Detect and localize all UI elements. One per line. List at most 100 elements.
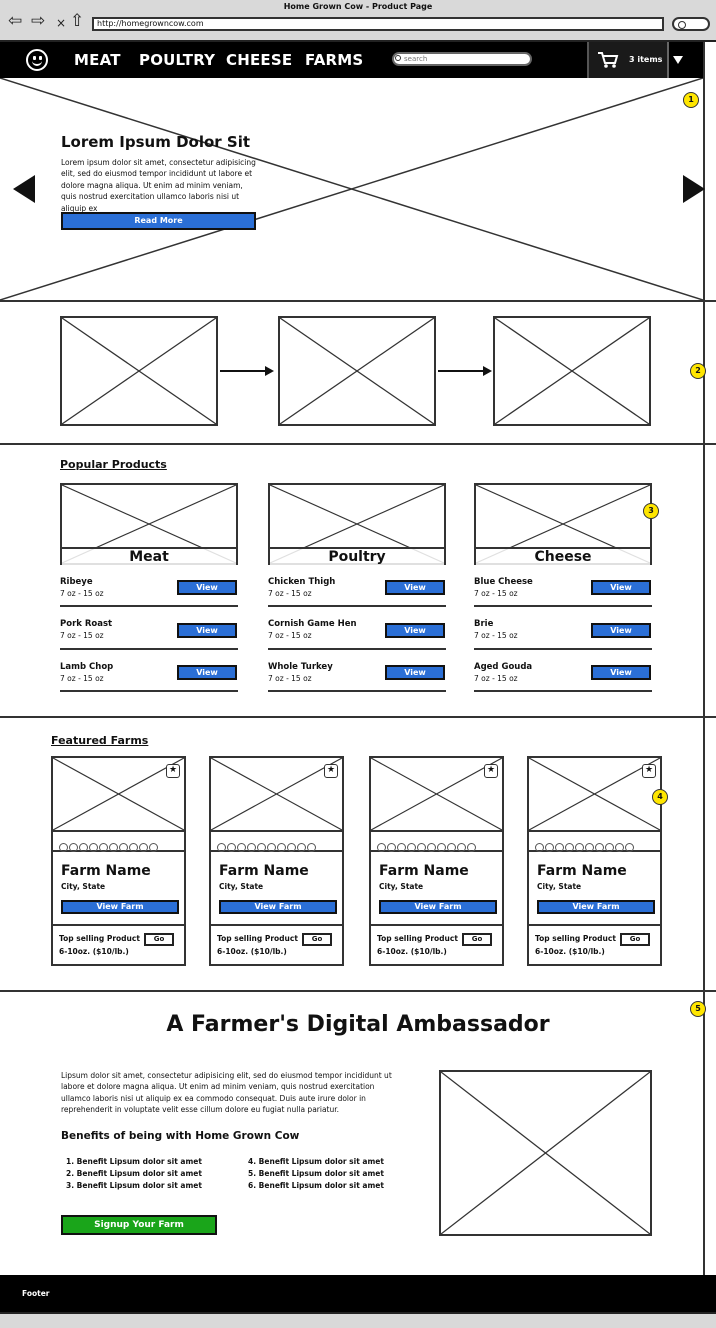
nav-link-cheese[interactable]: CHEESE	[226, 51, 293, 69]
view-product-button[interactable]: View	[591, 623, 651, 638]
hero-banner	[0, 78, 703, 300]
product-size: 7 oz - 15 oz	[60, 674, 104, 683]
farm-image-placeholder: ★	[529, 758, 660, 832]
popular-products-title: Popular Products	[60, 458, 167, 471]
nav-link-meat[interactable]: MEAT	[74, 51, 121, 69]
view-product-button[interactable]: View	[385, 665, 445, 680]
product-size: 7 oz - 15 oz	[474, 674, 518, 683]
view-farm-button[interactable]: View Farm	[219, 900, 337, 914]
section-divider	[0, 990, 716, 992]
category-card-cheese[interactable]: Cheese	[474, 483, 652, 565]
row-divider	[268, 690, 446, 692]
row-divider	[474, 648, 652, 650]
farm-card: ★ Farm Name City, State View Farm Top se…	[209, 756, 344, 966]
arrow-right-icon	[483, 366, 492, 376]
footer: Footer	[0, 1275, 716, 1312]
carousel-prev-arrow-icon[interactable]	[13, 175, 35, 203]
card-divider	[53, 924, 184, 926]
row-divider	[60, 648, 238, 650]
cart-count: 3 items	[629, 55, 663, 64]
go-button[interactable]: Go	[462, 933, 492, 946]
signup-farm-button[interactable]: Signup Your Farm	[61, 1215, 217, 1235]
view-farm-button[interactable]: View Farm	[379, 900, 497, 914]
product-name: Cornish Game Hen	[268, 619, 357, 629]
farm-name: Farm Name	[379, 863, 469, 879]
search-input[interactable]	[392, 52, 532, 66]
star-icon[interactable]: ★	[642, 764, 656, 778]
annotation-marker: 3	[643, 503, 659, 519]
benefit-item: 3. Benefit Lipsum dolor sit amet	[66, 1181, 202, 1190]
scrollbar[interactable]	[703, 42, 716, 1282]
top-selling-price: 6-10oz. ($10/lb.)	[377, 947, 447, 956]
row-divider	[474, 605, 652, 607]
product-size: 7 oz - 15 oz	[60, 589, 104, 598]
category-card-poultry[interactable]: Poultry	[268, 483, 446, 565]
ambassador-title: A Farmer's Digital Ambassador	[166, 1012, 550, 1037]
view-product-button[interactable]: View	[177, 665, 237, 680]
flow-image-1	[60, 316, 218, 426]
product-size: 7 oz - 15 oz	[268, 589, 312, 598]
hero-body: Lorem ipsum dolor sit amet, consectetur …	[61, 158, 256, 213]
go-button[interactable]: Go	[302, 933, 332, 946]
window-title: Home Grown Cow - Product Page	[283, 2, 433, 11]
go-button[interactable]: Go	[144, 933, 174, 946]
product-name: Chicken Thigh	[268, 577, 336, 587]
carousel-next-arrow-icon[interactable]	[683, 175, 705, 203]
go-button[interactable]: Go	[620, 933, 650, 946]
arrow-right-icon	[265, 366, 274, 376]
view-product-button[interactable]: View	[177, 580, 237, 595]
row-divider	[268, 648, 446, 650]
category-label: Cheese	[476, 547, 650, 565]
view-farm-button[interactable]: View Farm	[61, 900, 179, 914]
product-size: 7 oz - 15 oz	[268, 631, 312, 640]
benefits-title: Benefits of being with Home Grown Cow	[61, 1130, 300, 1142]
star-icon[interactable]: ★	[324, 764, 338, 778]
smiley-logo-icon[interactable]	[26, 49, 48, 71]
product-name: Blue Cheese	[474, 577, 533, 587]
home-icon[interactable]: ⇧	[70, 11, 85, 31]
product-name: Pork Roast	[60, 619, 113, 629]
farm-card: ★ Farm Name City, State View Farm Top se…	[369, 756, 504, 966]
category-card-meat[interactable]: Meat	[60, 483, 238, 565]
star-icon[interactable]: ★	[484, 764, 498, 778]
benefit-item: 2. Benefit Lipsum dolor sit amet	[66, 1169, 202, 1178]
cart-button[interactable]: 3 items	[587, 42, 667, 78]
category-label: Poultry	[270, 547, 444, 565]
view-product-button[interactable]: View	[177, 623, 237, 638]
top-selling-price: 6-10oz. ($10/lb.)	[535, 947, 605, 956]
view-product-button[interactable]: View	[591, 580, 651, 595]
top-selling-price: 6-10oz. ($10/lb.)	[217, 947, 287, 956]
nav-link-farms[interactable]: FARMS	[305, 51, 364, 69]
back-arrow-icon[interactable]: ⇦	[8, 11, 23, 31]
farm-image-placeholder: ★	[371, 758, 502, 832]
farm-location: City, State	[61, 882, 106, 891]
row-divider	[474, 690, 652, 692]
farm-card: ★ Farm Name City, State View Farm Top se…	[51, 756, 186, 966]
annotation-marker: 4	[652, 789, 668, 805]
forward-arrow-icon[interactable]: ⇨	[31, 11, 46, 31]
hero-image-placeholder	[0, 78, 703, 300]
product-size: 7 oz - 15 oz	[474, 589, 518, 598]
browser-search-box[interactable]	[672, 17, 710, 31]
read-more-button[interactable]: Read More	[61, 212, 256, 230]
section-divider	[0, 443, 716, 445]
card-divider	[371, 924, 502, 926]
product-size: 7 oz - 15 oz	[474, 631, 518, 640]
cart-dropdown-button[interactable]	[667, 42, 687, 78]
close-icon[interactable]: ×	[56, 16, 67, 30]
flow-image-2	[278, 316, 436, 426]
footer-label: Footer	[22, 1289, 50, 1298]
search-icon	[395, 55, 401, 61]
view-product-button[interactable]: View	[591, 665, 651, 680]
view-product-button[interactable]: View	[385, 623, 445, 638]
product-name: Ribeye	[60, 577, 93, 587]
view-farm-button[interactable]: View Farm	[537, 900, 655, 914]
product-name: Lamb Chop	[60, 662, 114, 672]
ambassador-image-placeholder	[439, 1070, 652, 1236]
nav-link-poultry[interactable]: POULTRY	[139, 51, 216, 69]
url-bar[interactable]: http://homegrowncow.com	[92, 17, 664, 31]
farm-card: ★ Farm Name City, State View Farm Top se…	[527, 756, 662, 966]
view-product-button[interactable]: View	[385, 580, 445, 595]
star-icon[interactable]: ★	[166, 764, 180, 778]
ambassador-body: Lipsum dolor sit amet, consectetur adipi…	[61, 1071, 392, 1115]
